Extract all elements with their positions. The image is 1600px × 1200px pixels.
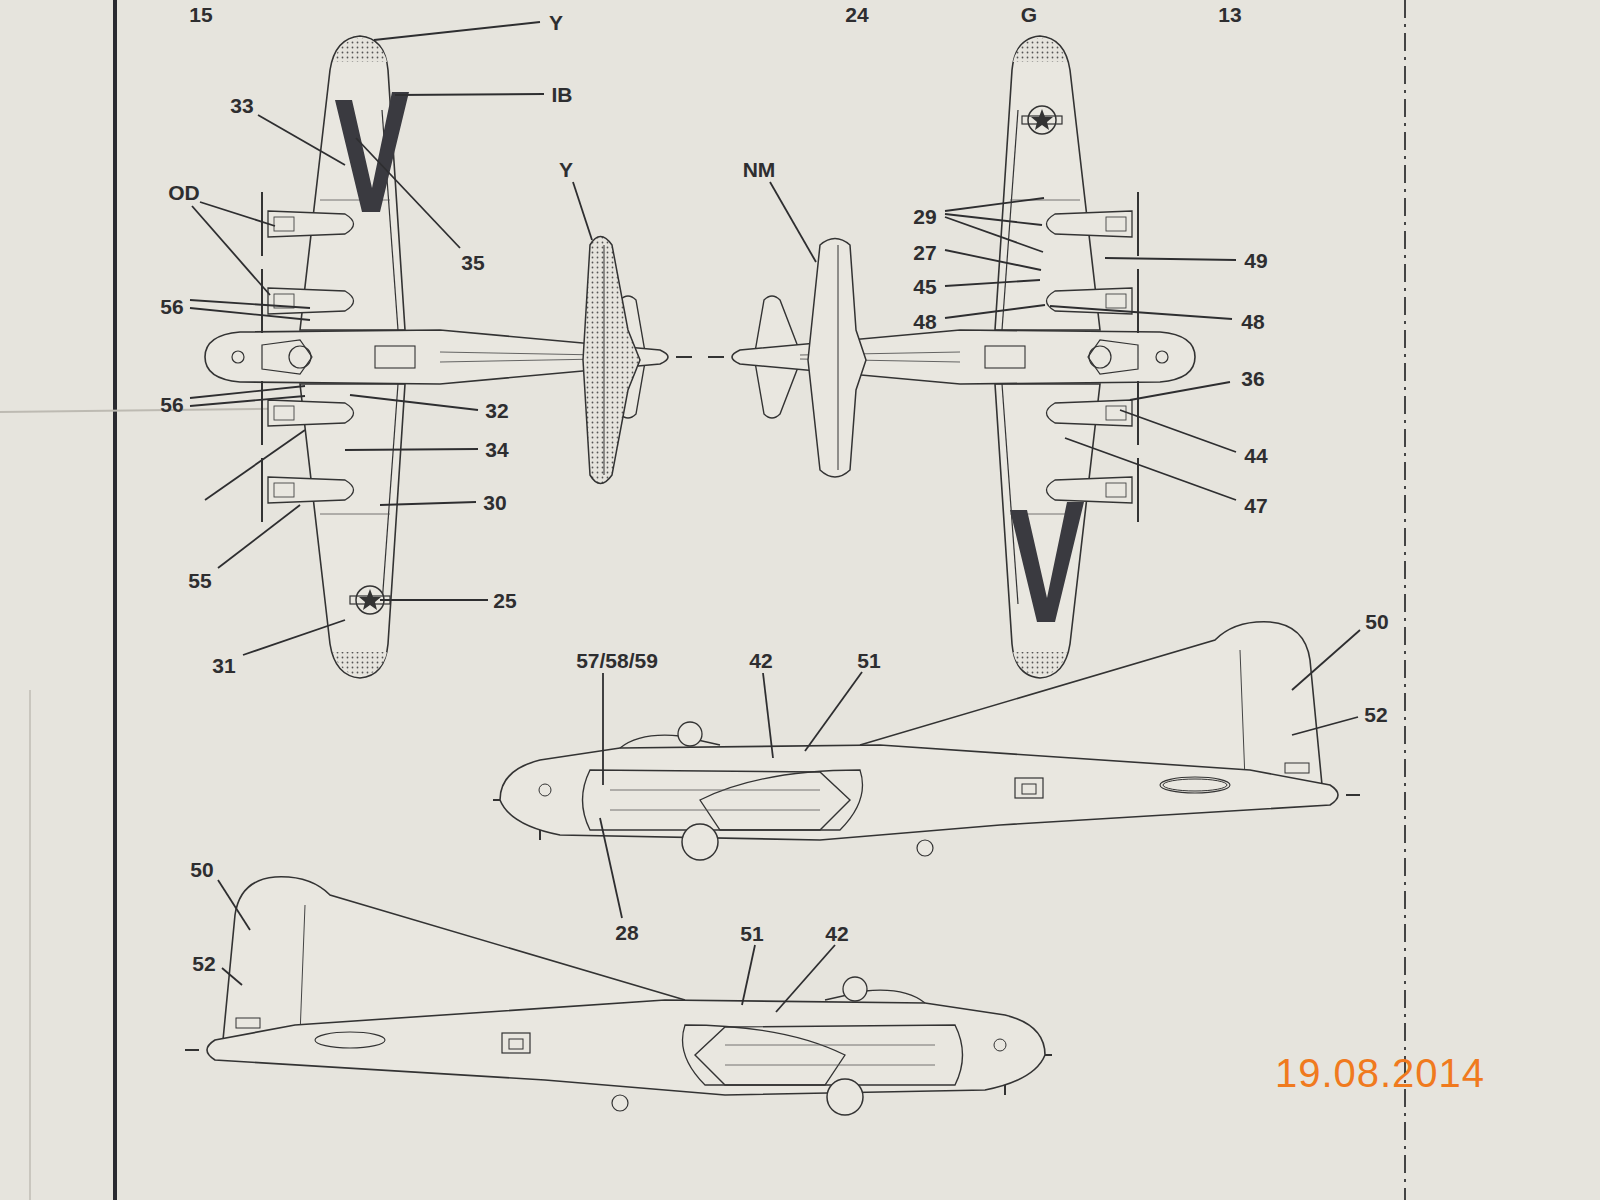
callout-number: 52 xyxy=(192,953,215,974)
callout-number: 44 xyxy=(1244,445,1267,466)
callout-number: 50 xyxy=(190,859,213,880)
callout-number: 33 xyxy=(230,95,253,116)
callout-number: 48 xyxy=(1241,311,1264,332)
callout-number: 30 xyxy=(483,492,506,513)
callout-number: 55 xyxy=(188,570,211,591)
callout-number: 31 xyxy=(212,655,235,676)
callout-number: 36 xyxy=(1241,368,1264,389)
callout-number: G xyxy=(1021,4,1037,25)
callout-number: 48 xyxy=(913,311,936,332)
callout-number: 15 xyxy=(189,4,212,25)
callout-number: OD xyxy=(168,182,200,203)
callout-number: 13 xyxy=(1218,4,1241,25)
callout-number: Y xyxy=(549,12,563,33)
leader-lines xyxy=(190,22,1360,1012)
callout-number: 35 xyxy=(461,252,484,273)
callout-number: 51 xyxy=(857,650,880,671)
callout-number: 56 xyxy=(160,296,183,317)
callout-number: 24 xyxy=(845,4,868,25)
callout-number: 42 xyxy=(825,923,848,944)
date-stamp: 19.08.2014 xyxy=(1275,1053,1485,1093)
callout-number: 47 xyxy=(1244,495,1267,516)
callout-number: 50 xyxy=(1365,611,1388,632)
callout-number: 42 xyxy=(749,650,772,671)
callout-number: 29 xyxy=(913,206,936,227)
callout-number: 49 xyxy=(1244,250,1267,271)
callout-number: 28 xyxy=(615,922,638,943)
callout-number: Y xyxy=(559,159,573,180)
callout-number: 52 xyxy=(1364,704,1387,725)
callout-number: 27 xyxy=(913,242,936,263)
callout-number: IB xyxy=(552,84,573,105)
callout-number: NM xyxy=(743,159,776,180)
callout-number: 57/58/59 xyxy=(576,650,658,671)
callout-number: 56 xyxy=(160,394,183,415)
callout-number: 34 xyxy=(485,439,508,460)
callout-number: 45 xyxy=(913,276,936,297)
callout-number: 25 xyxy=(493,590,516,611)
callout-number: 32 xyxy=(485,400,508,421)
callout-number: 51 xyxy=(740,923,763,944)
